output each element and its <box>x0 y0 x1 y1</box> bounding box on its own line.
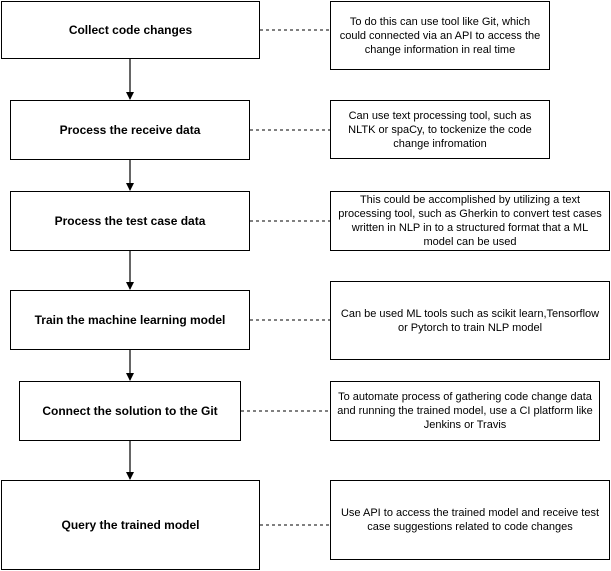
note-train-ml-model: Can be used ML tools such as scikit lear… <box>330 281 610 360</box>
step-train-ml-model: Train the machine learning model <box>10 290 250 350</box>
step-process-test-case-data: Process the test case data <box>10 191 250 251</box>
note-connect-to-git: To automate process of gathering code ch… <box>330 381 600 441</box>
step-connect-to-git: Connect the solution to the Git <box>19 381 241 441</box>
step-process-received-data: Process the receive data <box>10 100 250 160</box>
note-process-received-data: Can use text processing tool, such as NL… <box>330 100 550 159</box>
step-collect-code-changes: Collect code changes <box>1 1 260 59</box>
note-query-trained-model: Use API to access the trained model and … <box>330 480 610 560</box>
note-collect-code-changes: To do this can use tool like Git, which … <box>330 1 550 70</box>
step-query-trained-model: Query the trained model <box>1 480 260 570</box>
note-process-test-case-data: This could be accomplished by utilizing … <box>330 191 610 251</box>
